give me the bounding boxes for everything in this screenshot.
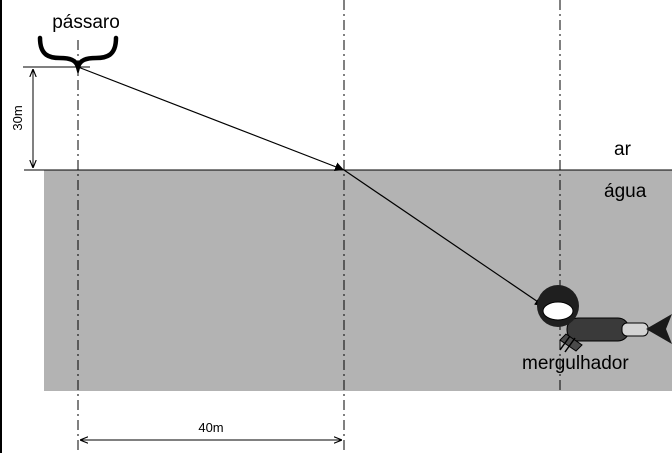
diver-icon: [537, 285, 672, 353]
refracted-ray: [343, 169, 545, 307]
bird-label: pássaro: [52, 12, 120, 33]
distance-label: 40m: [198, 420, 223, 435]
water-label: água: [604, 181, 647, 202]
incident-ray: [77, 66, 345, 171]
height-label: 30m: [10, 105, 25, 130]
diver-label: mergulhador: [522, 353, 629, 374]
bird-icon: [37, 35, 119, 76]
water-region: [44, 170, 672, 391]
air-label: ar: [614, 139, 632, 160]
